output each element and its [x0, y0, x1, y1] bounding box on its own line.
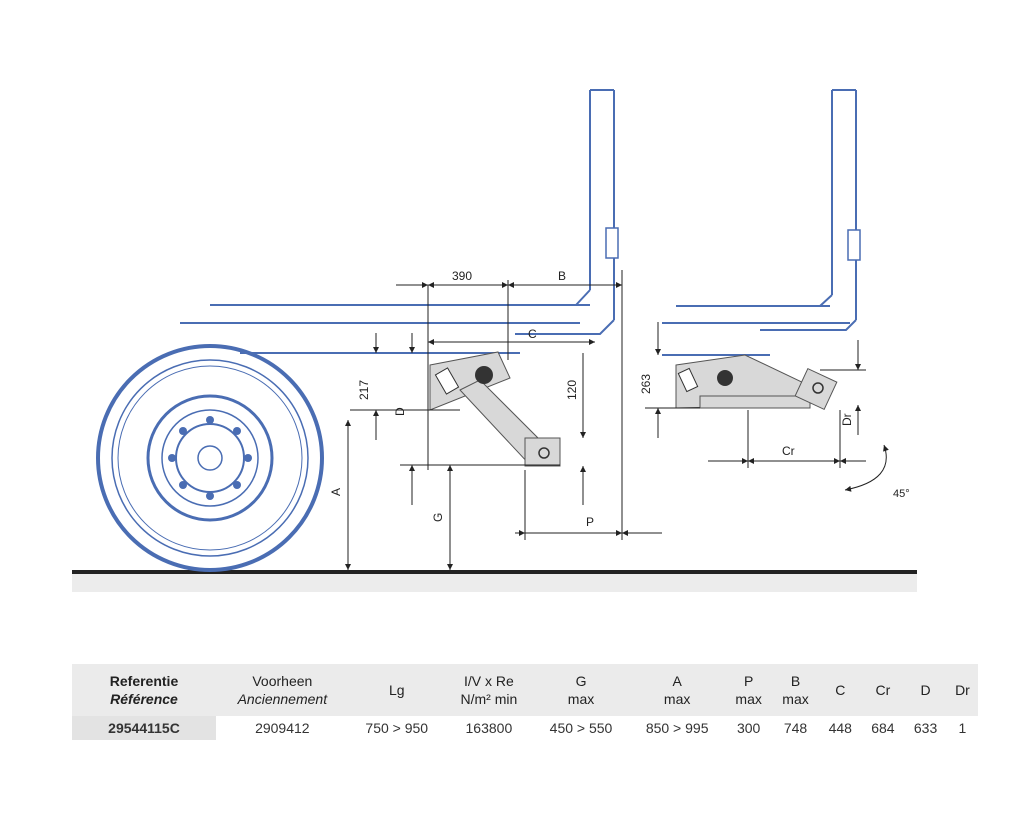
label-120: 120: [565, 380, 579, 400]
cell-lg: 750 > 950: [365, 720, 429, 736]
cell-iv-re: 163800: [465, 720, 513, 736]
label-C: C: [528, 327, 537, 341]
cell-dr: 1: [958, 720, 967, 736]
label-Cr: Cr: [782, 444, 795, 458]
cell-a-max: 850 > 995: [645, 720, 709, 736]
label-angle: 45°: [893, 488, 910, 500]
cell-c: 448: [828, 720, 852, 736]
cell-b-max: 748: [783, 720, 808, 736]
cell-p-max: 300: [736, 720, 761, 736]
label-263: 263: [639, 374, 653, 394]
header-previous: Voorheen Anciennement: [216, 664, 349, 716]
header-c: C: [818, 664, 862, 716]
cell-reference: 29544115C: [72, 716, 216, 740]
label-G: G: [431, 513, 445, 522]
header-dr: Dr: [946, 664, 978, 716]
header-cr: Cr: [861, 664, 905, 716]
header-p-max: P max: [725, 664, 773, 716]
header-a-max: A max: [629, 664, 726, 716]
underrun-bracket-right: [675, 354, 838, 411]
label-P: P: [586, 515, 594, 529]
label-A: A: [329, 488, 343, 496]
label-D: D: [393, 407, 407, 416]
header-d: D: [904, 664, 947, 716]
label-390: 390: [452, 269, 472, 283]
spec-table: Referentie Référence Voorheen Ancienneme…: [72, 664, 978, 740]
vehicle-chassis-left: [180, 89, 619, 354]
underrun-bar-diagram: 390 B C 217 D 120 A G P 263 Cr Dr 45°: [72, 89, 917, 592]
underrun-bracket-left: [429, 351, 561, 467]
dimension-lines: [345, 270, 889, 570]
ground: [72, 570, 917, 592]
cell-previous: 2909412: [255, 720, 310, 736]
label-B: B: [558, 269, 566, 283]
cell-cr: 684: [871, 720, 895, 736]
header-lg: Lg: [348, 664, 445, 716]
header-reference: Referentie Référence: [72, 664, 216, 716]
table-row: 29544115C 2909412 750 > 950 163800 450 >…: [72, 716, 978, 740]
label-217: 217: [357, 380, 371, 400]
label-Dr: Dr: [840, 413, 854, 426]
cell-g-max: 450 > 550: [549, 720, 613, 736]
header-iv-re: I/V x Re N/m² min: [444, 664, 533, 716]
wheel: [96, 344, 324, 572]
vehicle-chassis-right: [662, 89, 861, 356]
header-g-max: G max: [532, 664, 630, 716]
table-header-row: Referentie Référence Voorheen Ancienneme…: [72, 664, 978, 716]
cell-d: 633: [913, 720, 938, 736]
header-b-max: B max: [772, 664, 819, 716]
